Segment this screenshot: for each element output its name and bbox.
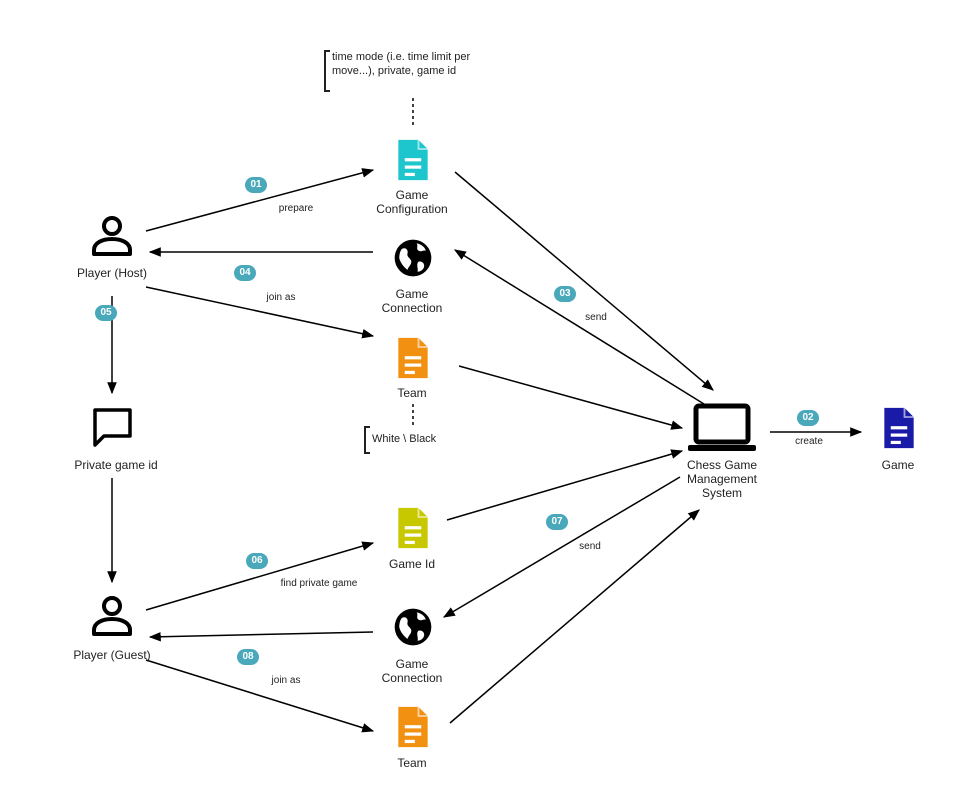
team-label: Team [397, 386, 427, 400]
chess-system-label: Chess Game Management System [686, 458, 758, 500]
step-badge-01: 01 [245, 177, 267, 193]
edge-system-to-game-connection [453, 249, 705, 405]
document-icon [883, 406, 915, 450]
globe-icon [394, 239, 432, 277]
edge-host-to-team [145, 286, 375, 339]
private-game-id-label: Private game id [74, 458, 158, 472]
edge-guest-to-game-id [145, 541, 375, 611]
game-configuration-label: Game Configuration [376, 188, 448, 216]
edge-guest-to-team [145, 659, 375, 733]
step-badge-07: 07 [546, 514, 568, 530]
game-label: Game [881, 458, 915, 472]
player-host-label: Player (Host) [76, 266, 148, 280]
step-badge-02: 02 [797, 410, 819, 426]
edge-label-send: send [585, 312, 607, 323]
step-badge-06: 06 [246, 553, 268, 569]
globe-icon [394, 608, 432, 646]
edge-label-create: create [795, 436, 823, 447]
edge-label-find-private-game: find private game [280, 578, 358, 589]
step-badge-08: 08 [237, 649, 259, 665]
game-connection-label: Game Connection [381, 287, 443, 315]
edge-game-configuration-to-system [454, 171, 714, 391]
edge-label-prepare: prepare [278, 203, 314, 214]
document-icon [397, 138, 429, 182]
edge-system-to-game-connection-bottom [442, 476, 681, 618]
player-guest-label: Player (Guest) [73, 648, 151, 662]
team-note: White \ Black [364, 426, 436, 454]
document-icon [397, 336, 429, 380]
step-badge-04: 04 [234, 265, 256, 281]
step-badge-03: 03 [554, 286, 576, 302]
edge-label-join-as: join as [266, 292, 296, 303]
edge-team-bottom-to-system [449, 509, 700, 724]
edge-game-connection-bottom-to-guest [148, 631, 374, 642]
config-note: time mode (i.e. time limit per move...),… [324, 50, 502, 92]
edge-game-id-to-system [446, 449, 684, 521]
edge-team-to-system [458, 365, 684, 430]
document-icon [397, 705, 429, 749]
edges-layer [107, 168, 863, 733]
person-icon [92, 596, 132, 636]
person-icon [92, 216, 132, 256]
game-connection-label: Game Connection [381, 657, 443, 685]
chat-bubble-icon [93, 408, 132, 447]
laptop-icon [688, 403, 756, 451]
edge-host-to-game-configuration [145, 168, 375, 232]
game-id-label: Game Id [388, 557, 436, 571]
edge-label-join-as: join as [271, 675, 301, 686]
step-badge-05: 05 [95, 305, 117, 321]
team-label: Team [397, 756, 427, 770]
document-icon [397, 506, 429, 550]
edge-label-send: send [579, 541, 601, 552]
